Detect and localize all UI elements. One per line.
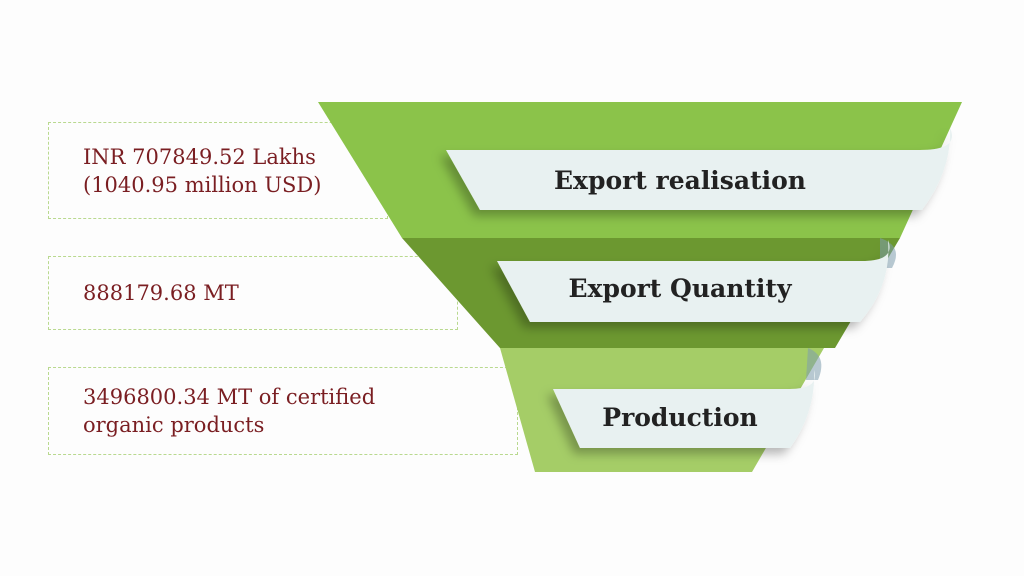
funnel-tier-production-curl xyxy=(806,348,822,380)
export-quantity-ribbon xyxy=(497,240,890,322)
production-ribbon xyxy=(553,370,815,448)
export-quantity-value-box: 888179.68 MT xyxy=(48,256,458,330)
export-realisation-ribbon xyxy=(446,128,952,210)
production-label: Production xyxy=(602,403,757,432)
production-value-box: 3496800.34 MT of certified organic produ… xyxy=(48,367,518,455)
export-realisation-value-line-1: INR 707849.52 Lakhs xyxy=(83,144,316,169)
export-quantity-value-line-1: 888179.68 MT xyxy=(83,281,239,305)
export-realisation-label: Export realisation xyxy=(554,166,806,195)
production-value-line-2: organic products xyxy=(83,413,265,437)
export-quantity-label: Export Quantity xyxy=(569,274,793,303)
production-value-line-1: 3496800.34 MT of certified xyxy=(83,385,376,409)
export-realisation-value-box: INR 707849.52 Lakhs (1040.95 million USD… xyxy=(48,122,388,219)
export-realisation-value-line-2: (1040.95 million USD) xyxy=(83,172,322,197)
